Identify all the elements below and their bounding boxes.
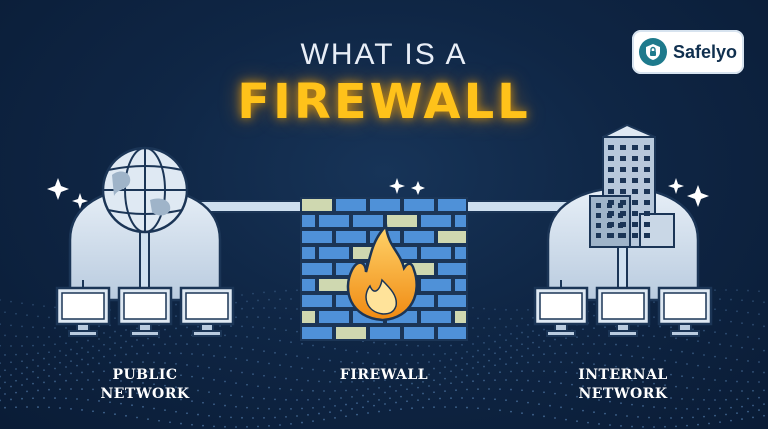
firewall-illustration	[300, 197, 468, 341]
internal-network-label: INTERNAL NETWORK	[563, 366, 683, 404]
title-line-2: FIREWALL	[237, 74, 531, 130]
logo-text: Safelyo	[673, 41, 738, 62]
public-network-label: PUBLIC NETWORK	[85, 366, 205, 404]
globe-icon	[101, 146, 189, 234]
firewall-label-line1: FIREWALL	[339, 367, 429, 383]
internal-network-label-line1: INTERNAL	[578, 367, 668, 383]
safelyo-logo: Safelyo	[632, 30, 744, 74]
internal-network-illustration	[533, 123, 713, 337]
public-network-label-line2: NETWORK	[100, 386, 190, 402]
internal-computers	[533, 280, 713, 337]
sparkle-icons	[47, 178, 709, 209]
brick-wall-icon	[300, 197, 468, 341]
office-building-icon	[589, 123, 675, 248]
firewall-label: FIREWALL	[324, 366, 444, 385]
public-network-illustration	[55, 146, 235, 337]
flame-icon	[346, 223, 418, 322]
title-line-1: WHAT IS A	[300, 38, 468, 71]
public-network-label-line1: PUBLIC	[112, 367, 178, 383]
shield-lock-icon	[639, 38, 667, 66]
internal-network-label-line2: NETWORK	[578, 386, 668, 402]
public-computers	[55, 280, 235, 337]
